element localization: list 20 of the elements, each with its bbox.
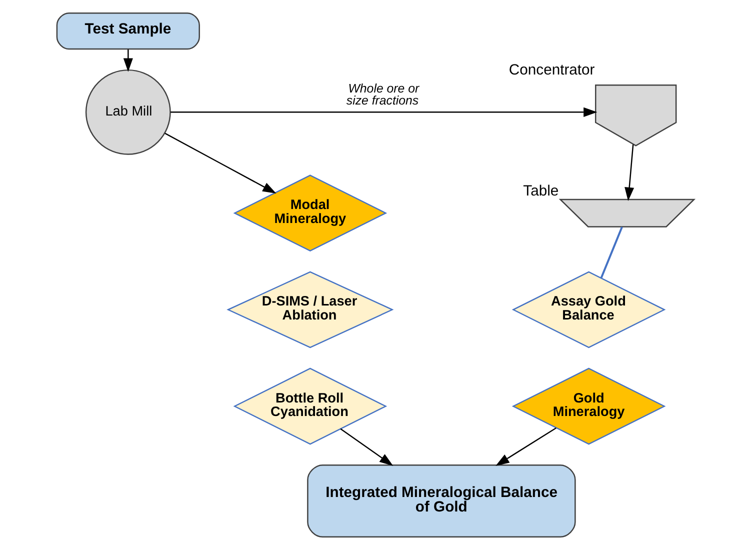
arrow xyxy=(624,144,634,202)
node-chevron xyxy=(558,198,696,228)
arrow xyxy=(164,132,276,194)
node-diamond: D-SIMS / Laser Ablation xyxy=(226,271,394,348)
arrow xyxy=(122,49,132,72)
node-diamond: Assay Gold Balance xyxy=(511,271,666,348)
node-diamond: Bottle Roll Cyanidation xyxy=(232,368,387,445)
arrow xyxy=(340,428,393,466)
node-funnel xyxy=(594,84,676,146)
node-circle: Lab Mill xyxy=(84,69,170,155)
node-box: Integrated Mineralogical Balance of Gold xyxy=(306,464,576,538)
arrow xyxy=(170,107,597,117)
node-box: Test Sample xyxy=(56,12,200,50)
node-label: Table xyxy=(522,183,558,200)
node-diamond: Gold Mineralogy xyxy=(511,368,666,445)
node-label: Concentrator xyxy=(508,62,594,79)
connector xyxy=(600,226,622,278)
edge-label: Whole ore or size fractions xyxy=(346,81,419,108)
arrow xyxy=(495,427,556,466)
node-diamond: Modal Mineralogy xyxy=(232,174,387,252)
